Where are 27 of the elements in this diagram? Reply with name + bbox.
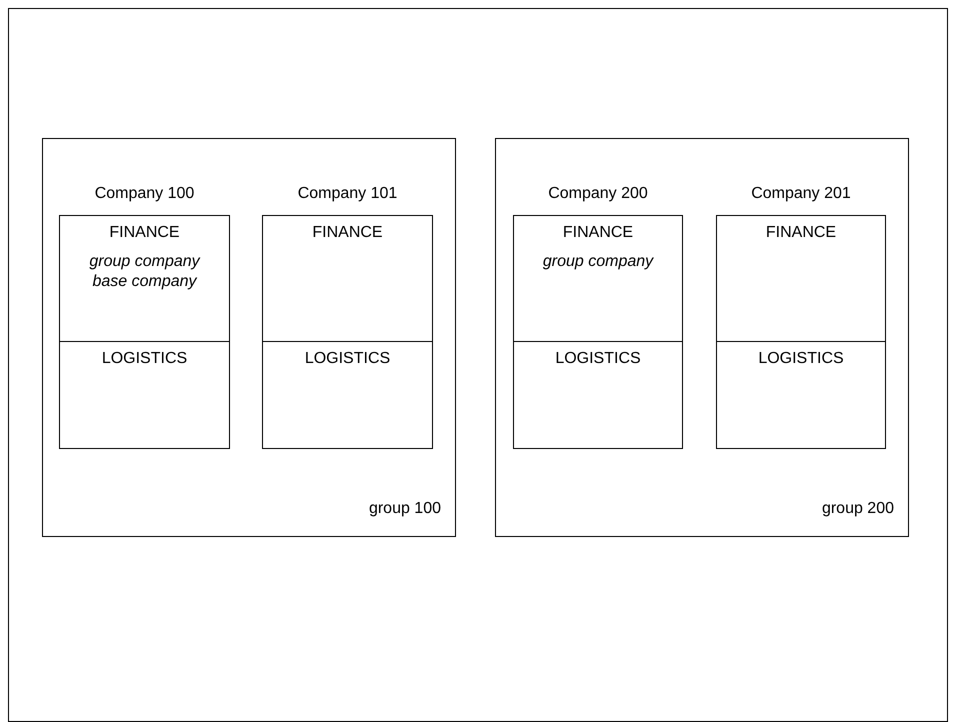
section-title: LOGISTICS [757, 350, 845, 368]
group-box [42, 138, 456, 537]
section-title: FINANCE [562, 224, 634, 242]
section-title: LOGISTICS [554, 350, 642, 368]
section-title: FINANCE [311, 224, 384, 242]
finance-section [262, 215, 433, 342]
finance-section [513, 215, 683, 342]
group-label: group 100 [368, 500, 441, 518]
finance-section [59, 215, 230, 342]
section-note: group company [88, 252, 202, 272]
logistics-section [262, 342, 433, 449]
section-title: LOGISTICS [100, 350, 188, 368]
company-heading: Company 201 [750, 184, 852, 204]
group-label: group 200 [822, 500, 894, 518]
logistics-section [716, 342, 886, 449]
company-heading: Company 101 [296, 184, 398, 204]
finance-section [716, 215, 886, 342]
logistics-section [59, 342, 230, 449]
section-note: group company [542, 252, 655, 272]
company-heading: Company 200 [547, 184, 649, 204]
group-box [495, 138, 909, 537]
company-heading: Company 100 [94, 184, 196, 204]
section-note: base company [91, 272, 198, 292]
logistics-section [513, 342, 683, 449]
section-title: LOGISTICS [304, 350, 392, 368]
section-title: FINANCE [108, 224, 181, 242]
section-title: FINANCE [764, 224, 838, 242]
